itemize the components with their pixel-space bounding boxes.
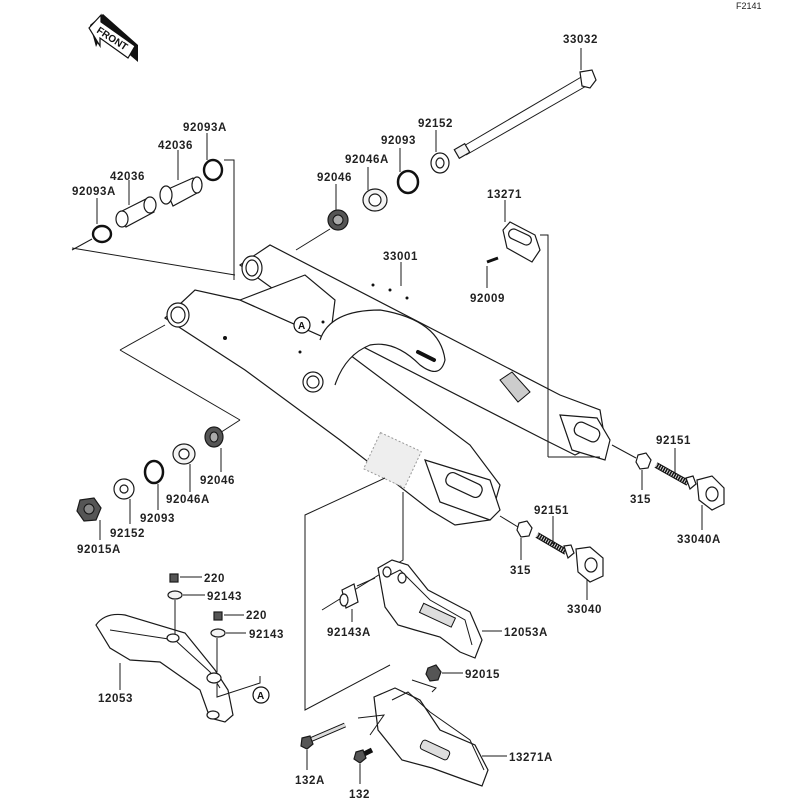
washer-92152-lower	[113, 478, 135, 524]
part-label: 13271	[487, 189, 522, 201]
part-label: 220	[204, 573, 225, 585]
part-label: 92093	[140, 513, 175, 525]
part-label: 92046A	[166, 494, 210, 506]
part-label: 92093A	[183, 122, 227, 134]
part-label: 33001	[383, 251, 418, 263]
seal-92046a-upper	[362, 167, 388, 212]
part-label: 92143	[249, 629, 284, 641]
needle-bearing-92046-lower	[204, 426, 224, 472]
part-label: 92093A	[72, 186, 116, 198]
oil-seal-92093-lower	[143, 459, 165, 510]
section-marker-a-icon: A	[252, 686, 270, 704]
part-label: 92046A	[345, 154, 389, 166]
part-label: 92093	[381, 135, 416, 147]
flange-bolt-132	[353, 747, 374, 784]
cover-screw-92009	[486, 256, 499, 288]
part-label: 12053A	[504, 627, 548, 639]
part-label: 33040	[567, 604, 602, 616]
part-label: 315	[630, 494, 651, 506]
nut-315-right	[611, 444, 652, 490]
part-label: 132A	[295, 775, 325, 787]
part-label: 92143	[207, 591, 242, 603]
collar-92143a	[339, 577, 376, 622]
chain-slider-12053	[95, 613, 234, 723]
part-label: 315	[510, 565, 531, 577]
part-label: 92009	[470, 293, 505, 305]
guide-plate-13271a	[357, 687, 507, 787]
swingarm-body	[164, 244, 611, 526]
part-label: 42036	[158, 140, 193, 152]
part-label: 92015	[465, 669, 500, 681]
part-label: 92046	[200, 475, 235, 487]
adjuster-block-33040	[575, 546, 604, 600]
seal-92046a-lower	[172, 443, 196, 492]
axle-shaft	[453, 48, 597, 160]
needle-bearing-92046-upper	[295, 184, 349, 251]
collar-92093a-left	[71, 198, 113, 251]
part-label: 13271A	[509, 752, 553, 764]
part-label: 92151	[534, 505, 569, 517]
chain-guide-12053a	[377, 559, 502, 659]
part-label: 132	[349, 789, 370, 800]
part-label: 92143A	[327, 627, 371, 639]
adjuster-bolt-92151-right	[654, 448, 697, 491]
sleeve-42036-upper	[159, 150, 203, 207]
part-label: 92046	[317, 172, 352, 184]
part-label: 33032	[563, 34, 598, 46]
nut-315-left	[499, 515, 533, 560]
front-arrow-icon: FRONT	[88, 13, 138, 62]
part-label: 42036	[110, 171, 145, 183]
section-marker-label: A	[257, 691, 264, 702]
flange-bolt-132a	[300, 722, 346, 770]
reference-code: F2141	[736, 1, 762, 11]
part-label: 92015A	[77, 544, 121, 556]
bolt-220-upper	[169, 573, 202, 583]
guide-nut-92015	[411, 664, 463, 693]
washer-92143-upper	[167, 590, 205, 634]
section-marker-label: A	[298, 321, 305, 332]
oil-seal-92093-upper	[396, 148, 420, 195]
adjuster-block-33040a	[696, 475, 725, 530]
bolt-220-lower	[213, 611, 244, 621]
part-label: 33040A	[677, 534, 721, 546]
washer-92152-upper	[430, 130, 450, 174]
part-label: 220	[246, 610, 267, 622]
chain-cover-13271	[502, 200, 600, 458]
part-label: 92152	[110, 528, 145, 540]
section-marker-a-icon: A	[293, 316, 311, 334]
part-label: 92152	[418, 118, 453, 130]
adjuster-bolt-92151-left	[535, 516, 575, 560]
pivot-nut-92015a	[76, 497, 102, 540]
washer-92143-lower	[210, 628, 246, 672]
part-label: 12053	[98, 693, 133, 705]
part-label: 92151	[656, 435, 691, 447]
collar-92093a-right	[202, 133, 235, 280]
sleeve-42036-lower	[115, 180, 157, 228]
